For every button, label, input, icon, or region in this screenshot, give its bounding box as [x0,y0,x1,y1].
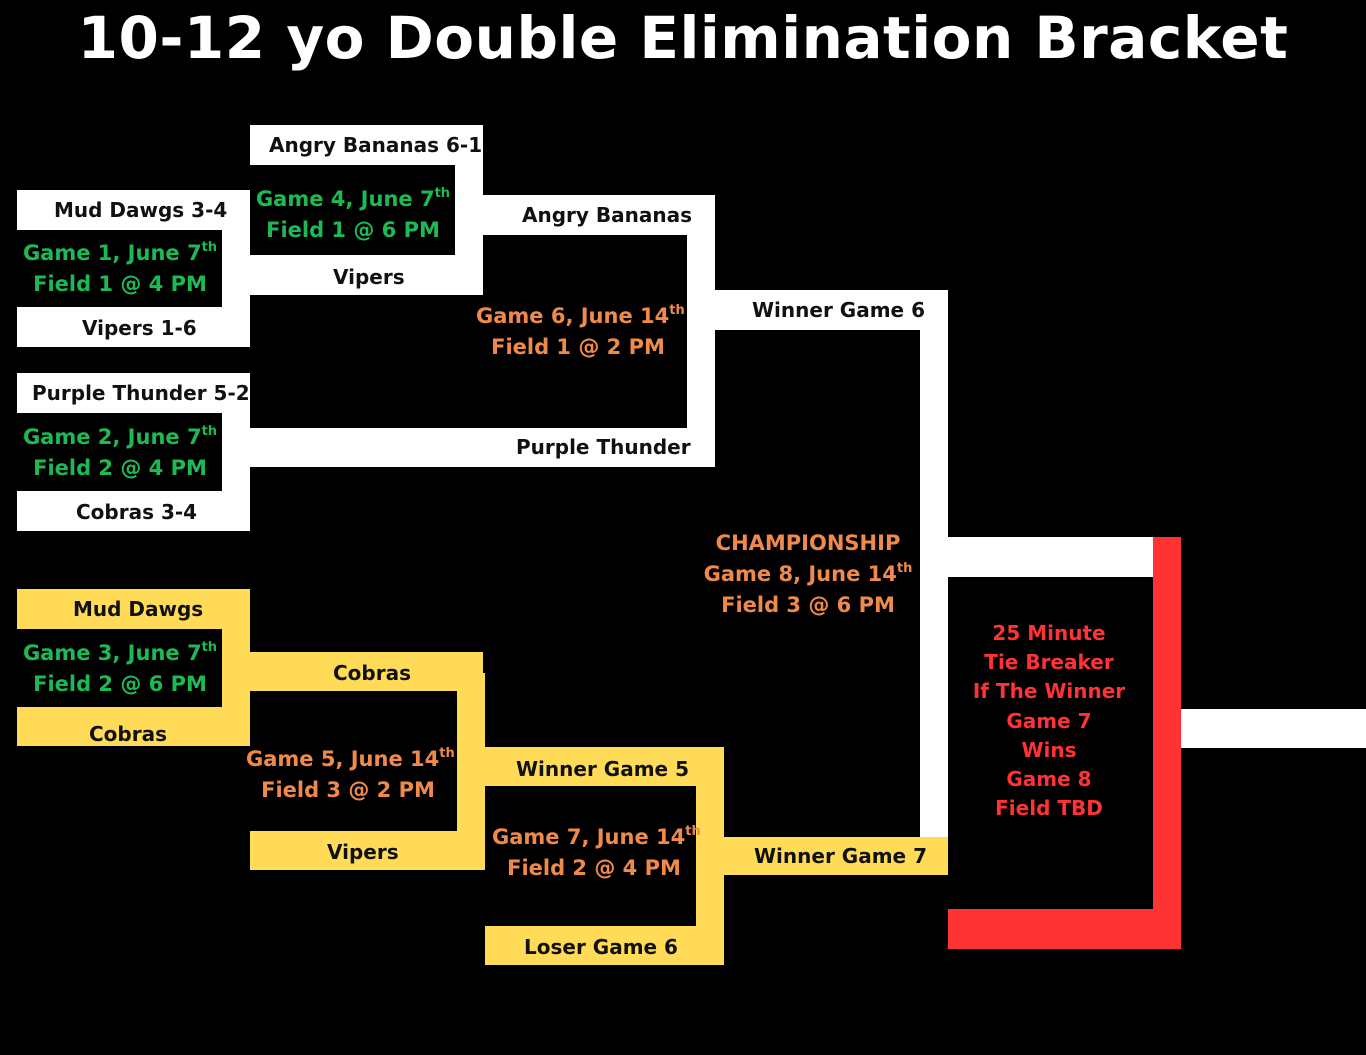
g4-top-team: Angry Bananas 6-1 [269,133,483,157]
g6-top-bar [482,195,715,235]
g3-top-team: Mud Dawgs [73,597,204,621]
g8-to-tiebreaker-bar [920,537,1180,577]
g8-bottom-team: Winner Game 7 [754,844,927,868]
g2-to-g6-bar [222,428,482,467]
g6-top-team: Angry Bananas [522,203,693,227]
g5-info: Game 5, June 14th Field 3 @ 2 PM [246,746,455,802]
g5-top-bar [250,652,483,691]
g4-top-bar [250,125,483,165]
tiebreaker-info: 25 Minute Tie Breaker If The Winner Game… [972,621,1126,821]
g7-top-bar [485,747,724,786]
g6-connector [687,195,715,467]
g7-bottom-bar [485,926,724,965]
g1-info: Game 1, June 7th Field 1 @ 4 PM [22,240,218,296]
g8-top-team: Winner Game 6 [752,298,925,322]
g5-bottom-team: Vipers [327,840,399,864]
g6-info: Game 6, June 14th Field 1 @ 2 PM [476,303,685,359]
g2-top-bar [17,373,250,413]
g7-info: Game 7, June 14th Field 2 @ 4 PM [492,824,701,880]
final-winner-bar [1181,709,1366,748]
g2-bottom-team: Cobras 3-4 [76,500,198,524]
g6-bottom-team: Purple Thunder [516,435,691,459]
g1-top-bar [17,190,250,230]
g1-bottom-team: Vipers 1-6 [82,316,197,340]
g2-top-team: Purple Thunder 5-2 [32,381,250,405]
tiebreaker-right-bar [1153,537,1181,949]
g4-info: Game 4, June 7th Field 1 @ 6 PM [255,186,451,242]
g2-info: Game 2, June 7th Field 2 @ 4 PM [22,424,218,480]
g5-top-team: Cobras [333,661,411,685]
tiebreaker-bottom-bar [948,909,1181,949]
g7-bottom-team: Loser Game 6 [524,935,678,959]
g1-bottom-bar [17,307,250,347]
g8-top-bar [715,290,948,330]
g2-bottom-bar [17,491,250,531]
g5-bottom-bar [250,831,485,870]
g7-top-team: Winner Game 5 [516,757,689,781]
g3-info: Game 3, June 7th Field 2 @ 6 PM [22,640,218,696]
g3-top-bar [17,589,250,629]
g8-info: CHAMPIONSHIP Game 8, June 14th Field 3 @… [703,531,913,617]
g7-to-g8-bar [696,837,948,875]
g3-bottom-bar [17,707,250,746]
page-title: 10-12 yo Double Elimination Bracket [77,4,1289,72]
g4-bottom-team: Vipers [333,265,405,289]
g4-bottom-bar [250,255,483,295]
g6-bottom-bar [482,428,715,467]
g3-bottom-team: Cobras [89,722,167,746]
g1-top-team: Mud Dawgs 3-4 [54,198,228,222]
